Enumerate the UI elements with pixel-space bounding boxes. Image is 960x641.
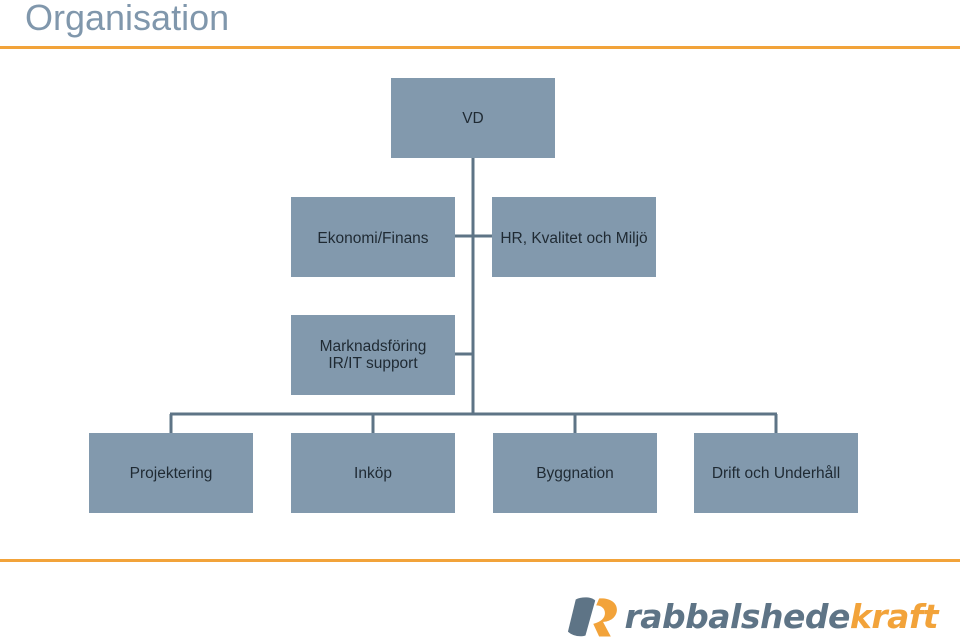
org-box-label: Byggnation (536, 465, 614, 482)
org-box-byggnation: Byggnation (493, 433, 657, 513)
org-box-label: Projektering (129, 465, 213, 482)
logo-wordmark: rabbalshedekraft (624, 594, 938, 640)
org-box-label: VD (462, 109, 484, 127)
company-logo: rabbalshedekraft (566, 594, 939, 640)
org-box-ekonomi-finans: Ekonomi/Finans (291, 197, 455, 277)
org-box-label-line-1: Marknadsföring (319, 338, 427, 355)
org-box-inkop: Inköp (291, 433, 455, 513)
accent-rule-bottom (0, 559, 960, 562)
org-box-marknadsforing-it: Marknadsföring IR/IT support (291, 315, 455, 395)
org-box-hr-kvalitet-miljo: HR, Kvalitet och Miljö (492, 197, 656, 277)
accent-rule-top (0, 46, 960, 49)
org-box-label: HR, Kvalitet och Miljö (500, 230, 648, 247)
org-box-projektering: Projektering (89, 433, 253, 513)
rk-logo-mark-icon (567, 597, 617, 637)
page-title: Organisation (25, 0, 230, 38)
org-box-label: Inköp (354, 465, 392, 482)
org-box-label-line-2: IR/IT support (328, 355, 418, 372)
org-box-label: Ekonomi/Finans (317, 230, 429, 247)
org-box-drift-underhall: Drift och Underhåll (694, 433, 858, 513)
logo-wordmark-primary: rabbalshede (624, 597, 850, 636)
logo-wordmark-accent: kraft (849, 597, 939, 636)
org-box-vd: VD (391, 78, 555, 158)
org-box-label: Drift och Underhåll (711, 465, 841, 482)
